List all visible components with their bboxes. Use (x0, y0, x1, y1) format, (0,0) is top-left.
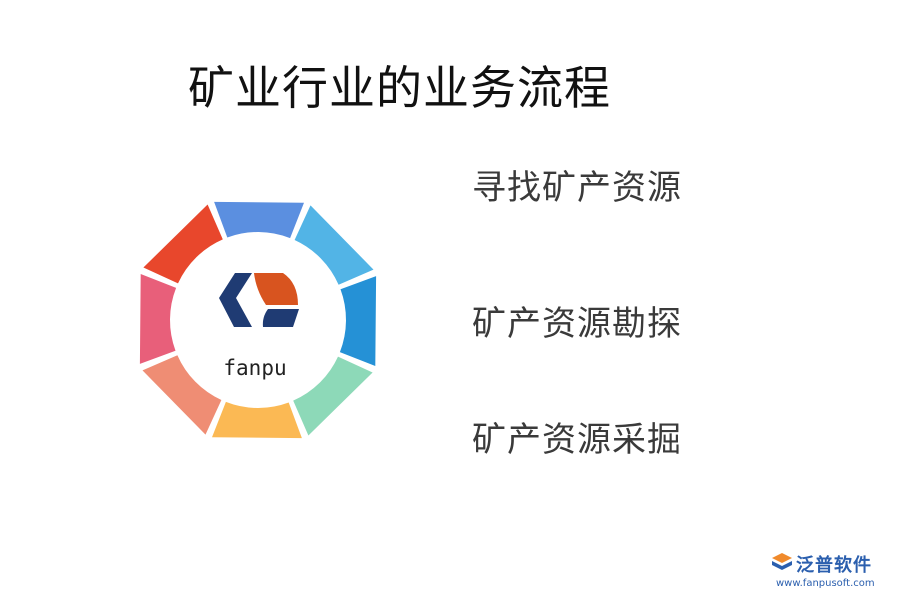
ring-segment-6 (142, 355, 222, 435)
ring-segment-4 (293, 356, 373, 436)
brand-watermark: 泛普软件 www.fanpusoft.com (770, 548, 894, 592)
ring-segment-5 (212, 401, 302, 439)
ring-segment-8 (143, 204, 223, 284)
ring-segment-2 (294, 205, 374, 285)
fanpu-mark-icon (219, 273, 299, 327)
process-ring: fanpu (139, 201, 377, 439)
step-explore-resources: 矿产资源勘探 (472, 304, 682, 344)
step-mine-resources: 矿产资源采掘 (472, 420, 682, 460)
step-find-resources: 寻找矿产资源 (472, 168, 682, 208)
mark-right-base (262, 309, 299, 327)
page-title: 矿业行业的业务流程 (188, 61, 611, 115)
mark-left-chevron (219, 273, 252, 327)
mark-orange-leaf (254, 273, 298, 305)
brand-url: www.fanpusoft.com (776, 578, 875, 589)
ring-segment-3 (339, 276, 377, 366)
brand-name: 泛普软件 (796, 555, 872, 576)
fanpu-logo-diagram: fanpu (130, 195, 392, 445)
logo-text: fanpu (223, 356, 286, 380)
fanpu-brand-icon (772, 553, 792, 570)
ring-segment-7 (139, 274, 177, 364)
ring-segment-1 (214, 201, 304, 239)
